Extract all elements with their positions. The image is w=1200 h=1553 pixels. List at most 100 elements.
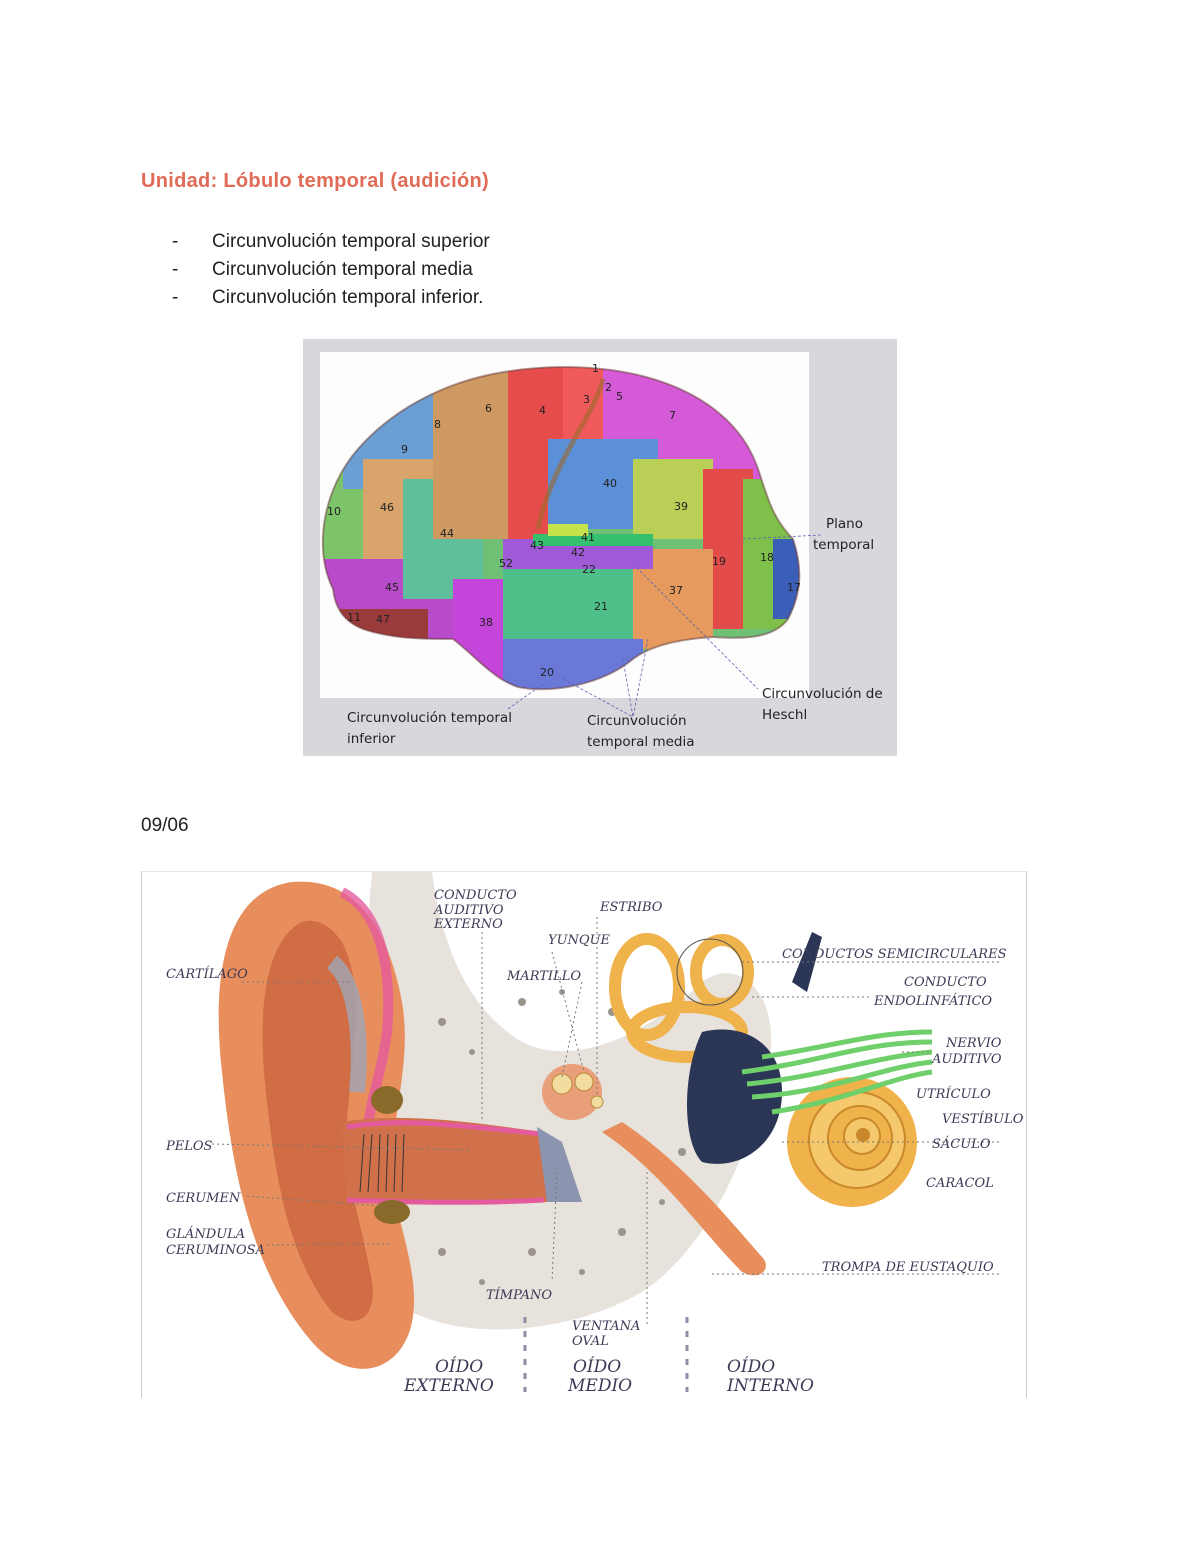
area-number: 37 (669, 584, 683, 597)
label-endolinfatico-1: CONDUCTO (904, 975, 987, 990)
ossicle-incus (574, 1072, 594, 1092)
concha (262, 920, 373, 1321)
label-cartilago: CARTÍLAGO (166, 966, 248, 982)
area-number: 22 (582, 563, 596, 576)
label-temporal-media-2: temporal media (587, 734, 695, 750)
bullet-dash: - (172, 287, 179, 308)
area-number: 41 (581, 531, 595, 544)
ear-illustration: CONDUCTO AUDITIVO EXTERNO ESTRIBO YUNQUE… (165, 872, 1024, 1396)
bullet-dash: - (172, 231, 179, 252)
label-oido-interno-2: INTERNO (726, 1376, 814, 1396)
area-number: 46 (380, 501, 394, 514)
highlight-circle (676, 938, 744, 1006)
area-number: 7 (669, 409, 676, 422)
label-glandula-2: CERUMINOSA (166, 1243, 265, 1258)
ossicle-stapes (590, 1095, 604, 1109)
brain-figure: 1 2 3 4 5 6 7 8 9 10 11 17 18 19 20 21 2… (303, 339, 897, 756)
area-number: 5 (616, 390, 623, 403)
label-temporal-inferior-1: Circunvolución temporal (347, 710, 512, 726)
label-caracol: CARACOL (926, 1176, 994, 1191)
label-conductos-semicirculares: CONDUCTOS SEMICIRCULARES (782, 947, 1007, 962)
cerumen-gland (374, 1200, 410, 1224)
area-number: 10 (327, 505, 341, 518)
area-number: 40 (603, 477, 617, 490)
list-item: - Circunvolución temporal superior (172, 228, 490, 256)
label-yunque: YUNQUE (548, 933, 611, 948)
leader-lines (507, 534, 822, 718)
semicircular-canals (609, 933, 754, 1063)
vestibule (687, 1029, 782, 1164)
label-conducto-2: AUDITIVO (433, 903, 504, 918)
hairs (359, 1133, 405, 1193)
label-temporal-media-1: Circunvolución (587, 713, 687, 729)
label-ventana-2: OVAL (572, 1334, 609, 1349)
brain-illustration: 1 2 3 4 5 6 7 8 9 10 11 17 18 19 20 21 2… (321, 362, 883, 750)
area-number: 18 (760, 551, 774, 564)
cartilage (326, 955, 367, 1093)
ear-figure: CONDUCTO AUDITIVO EXTERNO ESTRIBO YUNQUE… (141, 871, 1027, 1398)
auditory-nerve (741, 1029, 933, 1115)
area-number: 39 (674, 500, 688, 513)
label-saculo: SÁCULO (932, 1136, 991, 1152)
area-number: 6 (485, 402, 492, 415)
label-conducto-1: CONDUCTO (434, 888, 517, 903)
area-number: 1 (592, 362, 599, 375)
list-item: - Circunvolución temporal inferior. (172, 284, 490, 312)
label-endolinfatico-2: ENDOLINFÁTICO (873, 993, 992, 1009)
ossicle-malleus (551, 1073, 573, 1095)
label-timpano: TÍMPANO (486, 1287, 552, 1303)
label-heschl-1: Circunvolución de (762, 686, 883, 702)
label-ventana-1: VENTANA (572, 1319, 640, 1334)
area-number: 20 (540, 666, 554, 679)
label-plano-temporal-2: temporal (813, 537, 874, 553)
canal-lining (346, 1120, 543, 1137)
unit-heading: Unidad: Lóbulo temporal (audición) (141, 170, 489, 192)
area-number: 17 (787, 581, 801, 594)
area-number: 3 (583, 393, 590, 406)
area-number: 2 (605, 381, 612, 394)
label-nervio-1: NERVIO (945, 1036, 1002, 1051)
label-heschl-2: Heschl (762, 707, 807, 723)
label-oido-medio-1: OÍDO (573, 1356, 621, 1377)
label-cerumen: CERUMEN (166, 1191, 241, 1206)
area-number: 11 (347, 611, 361, 624)
area-number: 47 (376, 613, 390, 626)
area-number: 8 (434, 418, 441, 431)
label-oido-externo-1: OÍDO (435, 1356, 483, 1377)
label-oido-interno-1: OÍDO (727, 1356, 775, 1377)
label-conducto-3: EXTERNO (433, 917, 503, 932)
list-item-text: Circunvolución temporal inferior. (212, 287, 484, 308)
ear-leader-lines (211, 917, 1002, 1327)
area-number: 19 (712, 555, 726, 568)
ear-canal (342, 1117, 547, 1205)
bullet-dash: - (172, 259, 179, 280)
area-number: 52 (499, 557, 513, 570)
area-number: 38 (479, 616, 493, 629)
label-oido-externo-2: EXTERNO (403, 1376, 494, 1396)
gland (371, 1086, 403, 1114)
list-item-text: Circunvolución temporal superior (212, 231, 490, 252)
area-number: 45 (385, 581, 399, 594)
area-number: 42 (571, 546, 585, 559)
label-martillo: MARTILLO (506, 969, 581, 984)
label-estribo: ESTRIBO (599, 900, 663, 915)
label-utriculo: UTRÍCULO (916, 1086, 991, 1102)
canal-lining (346, 1197, 545, 1205)
eustachian-tube (602, 1122, 766, 1276)
list-item: - Circunvolución temporal media (172, 256, 490, 284)
area-number: 44 (440, 527, 454, 540)
gyri-list: - Circunvolución temporal superior - Circu… (172, 228, 490, 312)
label-plano-temporal-1: Plano (826, 516, 863, 532)
label-vestibulo: VESTÍBULO (942, 1111, 1024, 1127)
date-label: 09/06 (141, 815, 189, 836)
area-number: 43 (530, 539, 544, 552)
label-glandula-1: GLÁNDULA (166, 1226, 245, 1242)
brain-area-numbers: 1 2 3 4 5 6 7 8 9 10 11 17 18 19 20 21 2… (327, 362, 801, 679)
eardrum (537, 1127, 582, 1202)
label-trompa: TROMPA DE EUSTAQUIO (822, 1260, 994, 1275)
list-item-text: Circunvolución temporal media (212, 259, 473, 280)
area-number: 9 (401, 443, 408, 456)
area-number: 21 (594, 600, 608, 613)
label-oido-medio-2: MEDIO (567, 1376, 632, 1396)
label-pelos: PELOS (165, 1139, 213, 1154)
